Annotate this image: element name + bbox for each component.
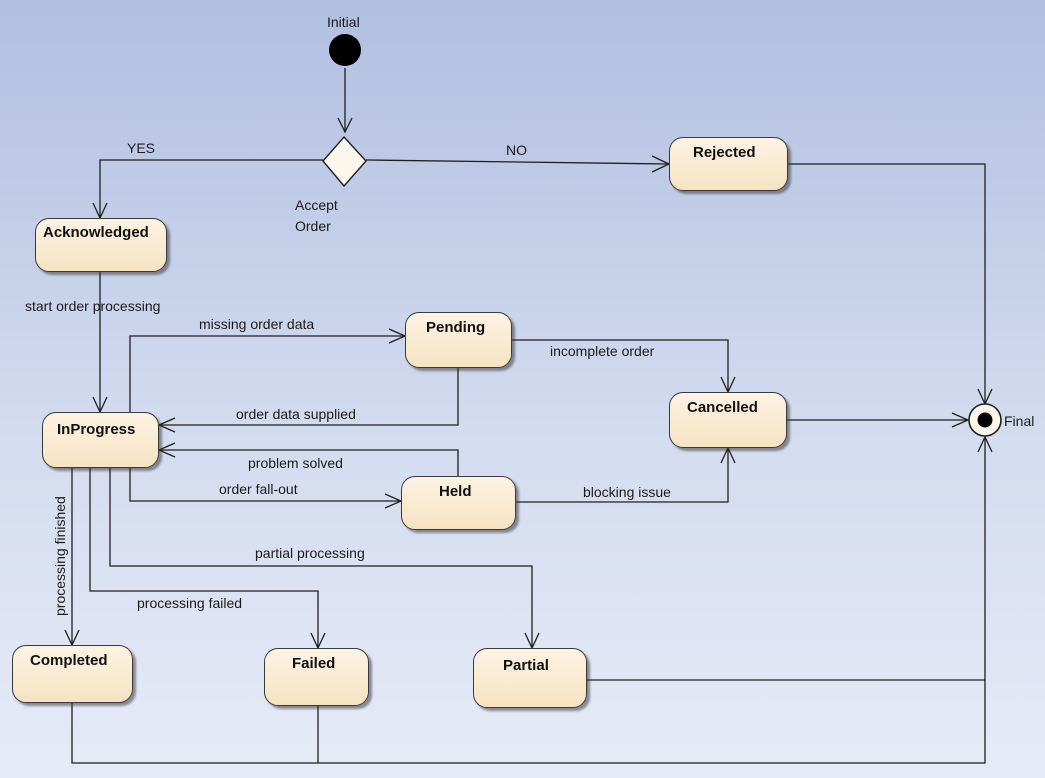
state-completed[interactable]: Completed xyxy=(12,645,133,703)
state-rejected[interactable]: Rejected xyxy=(669,137,788,191)
decision-label-line1: Accept xyxy=(295,197,338,213)
edge-processing-failed xyxy=(89,468,319,648)
transition-label-start-processing: start order processing xyxy=(25,298,161,314)
transition-label-yes: YES xyxy=(127,140,156,156)
decision-node xyxy=(322,135,367,188)
arrowhead xyxy=(977,435,993,453)
state-acknowledged-label: Acknowledged xyxy=(43,224,149,241)
final-node-inner xyxy=(977,412,993,428)
transition-label-processing-finished: processing finished xyxy=(52,496,68,616)
state-rejected-label: Rejected xyxy=(693,144,756,161)
transition-label-processing-failed: processing failed xyxy=(137,595,243,611)
transition-label-no: NO xyxy=(506,142,527,158)
edge-missing-data xyxy=(129,335,405,412)
arrowhead xyxy=(157,417,176,433)
edge-rejected-final xyxy=(788,163,986,404)
decision-label-line2: Order xyxy=(295,218,331,234)
edge-data-supplied xyxy=(159,368,459,426)
state-completed-label: Completed xyxy=(30,652,108,669)
transition-label-incomplete-order: incomplete order xyxy=(550,343,655,359)
state-held-label: Held xyxy=(439,483,472,500)
edge-no xyxy=(365,159,670,165)
edge-partial-processing xyxy=(109,468,533,648)
initial-node xyxy=(329,34,361,66)
state-acknowledged[interactable]: Acknowledged xyxy=(35,218,167,272)
state-held[interactable]: Held xyxy=(401,476,516,530)
state-pending[interactable]: Pending xyxy=(405,312,512,368)
transition-label-problem-solved: problem solved xyxy=(248,455,343,471)
state-partial-label: Partial xyxy=(503,657,549,674)
transition-label-fall-out: order fall-out xyxy=(219,481,298,497)
edge-incomplete-order xyxy=(512,339,729,392)
transition-label-blocking-issue: blocking issue xyxy=(583,484,671,500)
edge-blocking-issue xyxy=(516,448,729,503)
edge-fall-out xyxy=(129,468,401,502)
state-pending-label: Pending xyxy=(426,319,486,336)
arrowhead xyxy=(720,446,736,464)
state-cancelled[interactable]: Cancelled xyxy=(669,392,787,448)
arrowhead xyxy=(951,412,970,428)
state-partial[interactable]: Partial xyxy=(473,648,587,708)
state-failed-label: Failed xyxy=(292,655,336,672)
state-failed[interactable]: Failed xyxy=(264,648,369,706)
transition-label-missing-data: missing order data xyxy=(199,316,315,332)
edge-bottom-return xyxy=(71,437,986,764)
transition-label-partial-processing: partial processing xyxy=(255,545,365,561)
edge-problem-solved xyxy=(159,449,459,476)
transition-label-data-supplied: order data supplied xyxy=(236,406,356,422)
edge-yes xyxy=(99,159,323,218)
initial-label: Initial xyxy=(327,14,360,30)
state-inprogress[interactable]: InProgress xyxy=(42,412,159,468)
arrowhead xyxy=(157,442,176,458)
arrowhead xyxy=(337,117,353,134)
state-inprogress-label: InProgress xyxy=(57,421,136,438)
final-label: Final xyxy=(1004,413,1035,429)
state-cancelled-label: Cancelled xyxy=(687,399,758,416)
